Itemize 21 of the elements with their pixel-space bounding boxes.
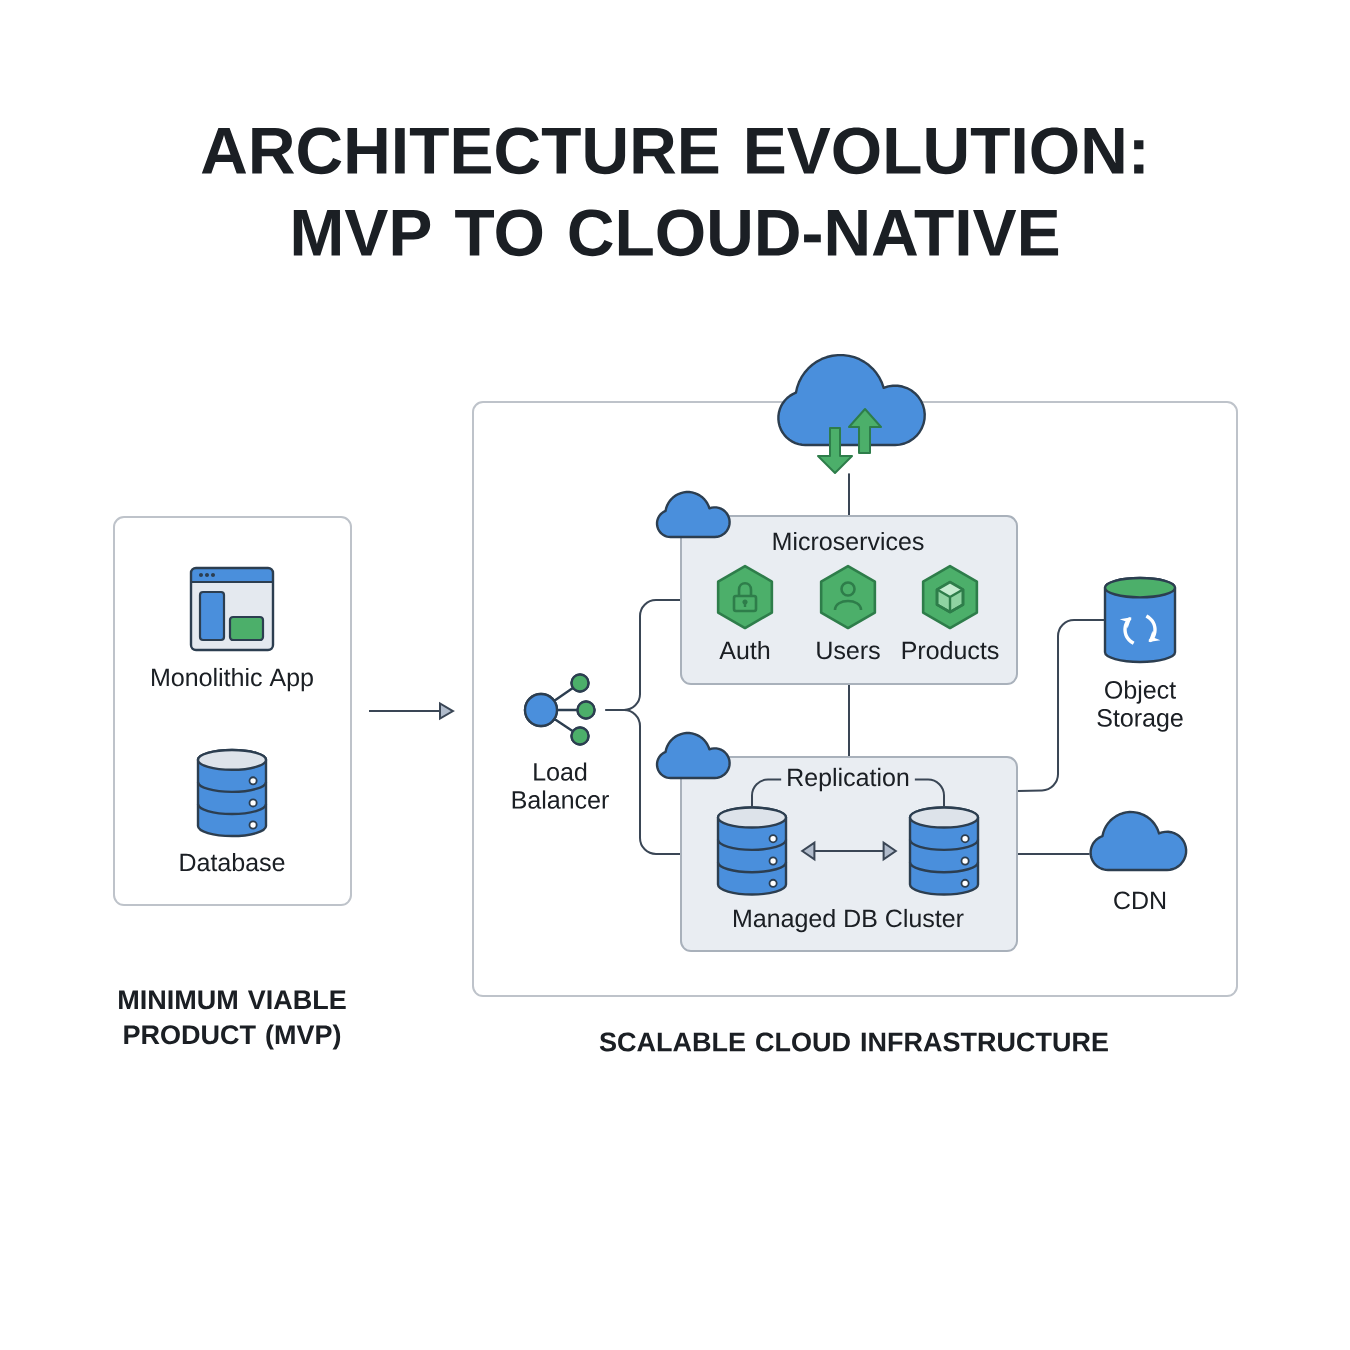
icon-label: Object Storage [1097, 680, 1183, 732]
panel-caption: MINIMUM VIABLE PRODUCT (MVP) [119, 990, 346, 1050]
connector-line [604, 709, 681, 855]
connector-line [848, 684, 850, 757]
icon-label: Auth [719, 640, 770, 660]
group-label: Managed DB Cluster [734, 908, 964, 933]
database-icon [716, 806, 788, 896]
edge-label: Replication [781, 762, 915, 797]
icon-label: CDN [1114, 891, 1166, 910]
icon-label: Products [902, 640, 999, 660]
icon-label: Load Balancer [512, 762, 609, 809]
icon-label: Monolithic App [152, 667, 313, 692]
panel-caption: SCALABLE CLOUD INFRASTRUCTURE [599, 1032, 1108, 1052]
icon-label: Users [817, 641, 880, 660]
connector-line [848, 472, 850, 516]
group-label: Microservices [773, 531, 924, 551]
diagram-title: ARCHITECTURE EVOLUTION: MVP TO CLOUD-NATIVE [201, 127, 1144, 257]
connector-line [1017, 619, 1106, 792]
database-icon [908, 806, 980, 896]
icon-label: Database [180, 852, 285, 872]
connector-line [1017, 853, 1091, 855]
